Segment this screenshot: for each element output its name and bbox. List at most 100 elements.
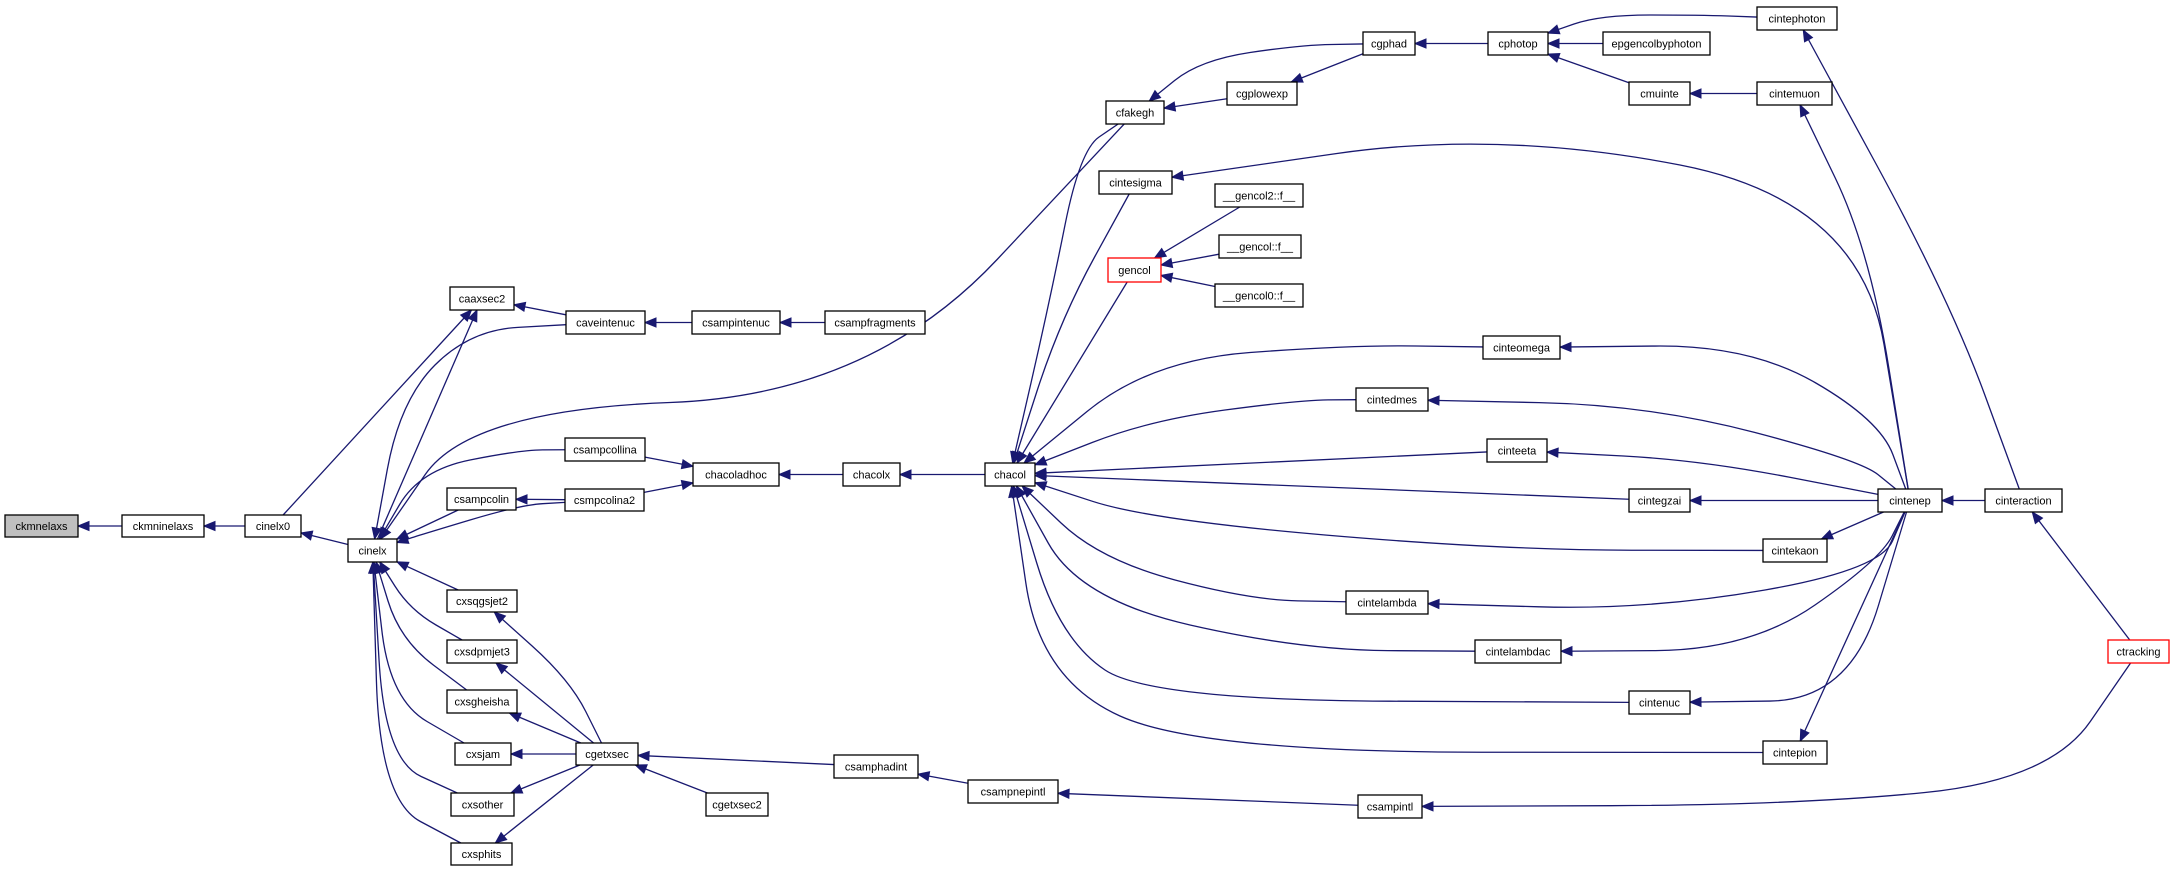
node-box[interactable] <box>1214 183 1304 208</box>
node-cinelx[interactable]: cinelx <box>347 538 398 563</box>
node-box[interactable] <box>824 310 926 335</box>
node-cxsqgsjet2[interactable]: cxsqgsjet2 <box>446 589 518 613</box>
node-cxsjam[interactable]: cxsjam <box>454 742 512 766</box>
node-box[interactable] <box>1487 31 1549 56</box>
node-box[interactable] <box>2107 639 2170 664</box>
node-epgencolbyphoton[interactable]: epgencolbyphoton <box>1602 31 1711 56</box>
node-cintelambdac[interactable]: cintelambdac <box>1474 639 1562 664</box>
node-box[interactable] <box>564 488 645 512</box>
node-box[interactable] <box>984 462 1036 487</box>
node-cmuinte[interactable]: cmuinte <box>1628 81 1691 106</box>
node-box[interactable] <box>1602 31 1711 56</box>
node-box[interactable] <box>1877 488 1943 513</box>
node-box[interactable] <box>446 689 518 714</box>
node-csampnepintl[interactable]: csampnepintl <box>967 779 1059 804</box>
node-cgetxsec2[interactable]: cgetxsec2 <box>705 792 769 817</box>
node-box[interactable] <box>1357 794 1423 819</box>
node-box[interactable] <box>575 742 639 766</box>
node-box[interactable] <box>454 742 512 766</box>
node-cinteomega[interactable]: cinteomega <box>1482 335 1561 360</box>
node-box[interactable] <box>1984 488 2063 513</box>
node-chacol[interactable]: chacol <box>984 462 1036 487</box>
node-box[interactable] <box>244 514 302 538</box>
node-cintedmes[interactable]: cintedmes <box>1355 387 1429 412</box>
node-cintenep[interactable]: cintenep <box>1877 488 1943 513</box>
node-csamphadint[interactable]: csamphadint <box>833 754 919 779</box>
node-box[interactable] <box>967 779 1059 804</box>
node-cxsother[interactable]: cxsother <box>450 792 515 817</box>
node-cphotop[interactable]: cphotop <box>1487 31 1549 56</box>
node-box[interactable] <box>449 286 515 311</box>
node-ctracking[interactable]: ctracking <box>2107 639 2170 664</box>
node-box[interactable] <box>1762 538 1828 563</box>
node-box[interactable] <box>450 842 513 866</box>
node-cxsdpmjet3[interactable]: cxsdpmjet3 <box>446 639 518 664</box>
node-box[interactable] <box>121 514 205 538</box>
node-cintelambda[interactable]: cintelambda <box>1345 590 1429 615</box>
node-box[interactable] <box>1098 170 1173 195</box>
node-cintenuc[interactable]: cintenuc <box>1628 690 1691 715</box>
node-chacolx[interactable]: chacolx <box>842 462 901 487</box>
node-cgphad[interactable]: cgphad <box>1362 31 1416 56</box>
node-cxsphits[interactable]: cxsphits <box>450 842 513 866</box>
node-cinteraction[interactable]: cinteraction <box>1984 488 2063 513</box>
node-caveintenuc[interactable]: caveintenuc <box>565 310 646 335</box>
node-box[interactable] <box>4 514 79 538</box>
node-box[interactable] <box>1762 740 1828 765</box>
node-cinteeta[interactable]: cinteeta <box>1486 438 1548 463</box>
node-box[interactable] <box>1628 81 1691 106</box>
node-gencol[interactable]: gencol <box>1107 257 1162 283</box>
node-box[interactable] <box>1355 387 1429 412</box>
node-box[interactable] <box>833 754 919 779</box>
node-box[interactable] <box>692 462 780 487</box>
node-box[interactable] <box>1756 6 1838 31</box>
node-cintesigma[interactable]: cintesigma <box>1098 170 1173 195</box>
node-box[interactable] <box>347 538 398 563</box>
node-csampcollina[interactable]: csampcollina <box>564 437 646 462</box>
node-box[interactable] <box>691 310 781 335</box>
node-cfakegh[interactable]: cfakegh <box>1105 100 1165 125</box>
node-cintepion[interactable]: cintepion <box>1762 740 1828 765</box>
node-box[interactable] <box>1628 488 1691 513</box>
node-cgplowexp[interactable]: cgplowexp <box>1226 81 1298 106</box>
node-box[interactable] <box>1107 257 1162 283</box>
node-csampfragments[interactable]: csampfragments <box>824 310 926 335</box>
node-cgetxsec[interactable]: cgetxsec <box>575 742 639 766</box>
node-box[interactable] <box>446 589 518 613</box>
node-box[interactable] <box>565 310 646 335</box>
node-caaxsec2[interactable]: caaxsec2 <box>449 286 515 311</box>
node-box[interactable] <box>705 792 769 817</box>
node-chacoladhoc[interactable]: chacoladhoc <box>692 462 780 487</box>
node-box[interactable] <box>1214 283 1304 308</box>
node-box[interactable] <box>842 462 901 487</box>
node-box[interactable] <box>1105 100 1165 125</box>
node-box[interactable] <box>446 487 517 511</box>
node-box[interactable] <box>1756 81 1833 106</box>
node-box[interactable] <box>1486 438 1548 463</box>
node-box[interactable] <box>564 437 646 462</box>
node-cintephoton[interactable]: cintephoton <box>1756 6 1838 31</box>
node-box[interactable] <box>446 639 518 664</box>
node-cintemuon[interactable]: cintemuon <box>1756 81 1833 106</box>
node-gencol_f[interactable]: __gencol::f__ <box>1218 234 1302 259</box>
node-box[interactable] <box>450 792 515 817</box>
node-cintekaon[interactable]: cintekaon <box>1762 538 1828 563</box>
node-box[interactable] <box>1628 690 1691 715</box>
node-box[interactable] <box>1218 234 1302 259</box>
node-csampintl[interactable]: csampintl <box>1357 794 1423 819</box>
node-box[interactable] <box>1482 335 1561 360</box>
node-cinelx0[interactable]: cinelx0 <box>244 514 302 538</box>
node-gencol0_f[interactable]: __gencol0::f__ <box>1214 283 1304 308</box>
node-csampcolin[interactable]: csampcolin <box>446 487 517 511</box>
node-box[interactable] <box>1345 590 1429 615</box>
node-csampintenuc[interactable]: csampintenuc <box>691 310 781 335</box>
node-box[interactable] <box>1226 81 1298 106</box>
node-ckmnelaxs[interactable]: ckmnelaxs <box>4 514 79 538</box>
node-cxsgheisha[interactable]: cxsgheisha <box>446 689 518 714</box>
node-box[interactable] <box>1474 639 1562 664</box>
node-ckmninelaxs[interactable]: ckmninelaxs <box>121 514 205 538</box>
node-csmpcolina2[interactable]: csmpcolina2 <box>564 488 645 512</box>
node-cintegzai[interactable]: cintegzai <box>1628 488 1691 513</box>
node-gencol2_f[interactable]: __gencol2::f__ <box>1214 183 1304 208</box>
node-box[interactable] <box>1362 31 1416 56</box>
